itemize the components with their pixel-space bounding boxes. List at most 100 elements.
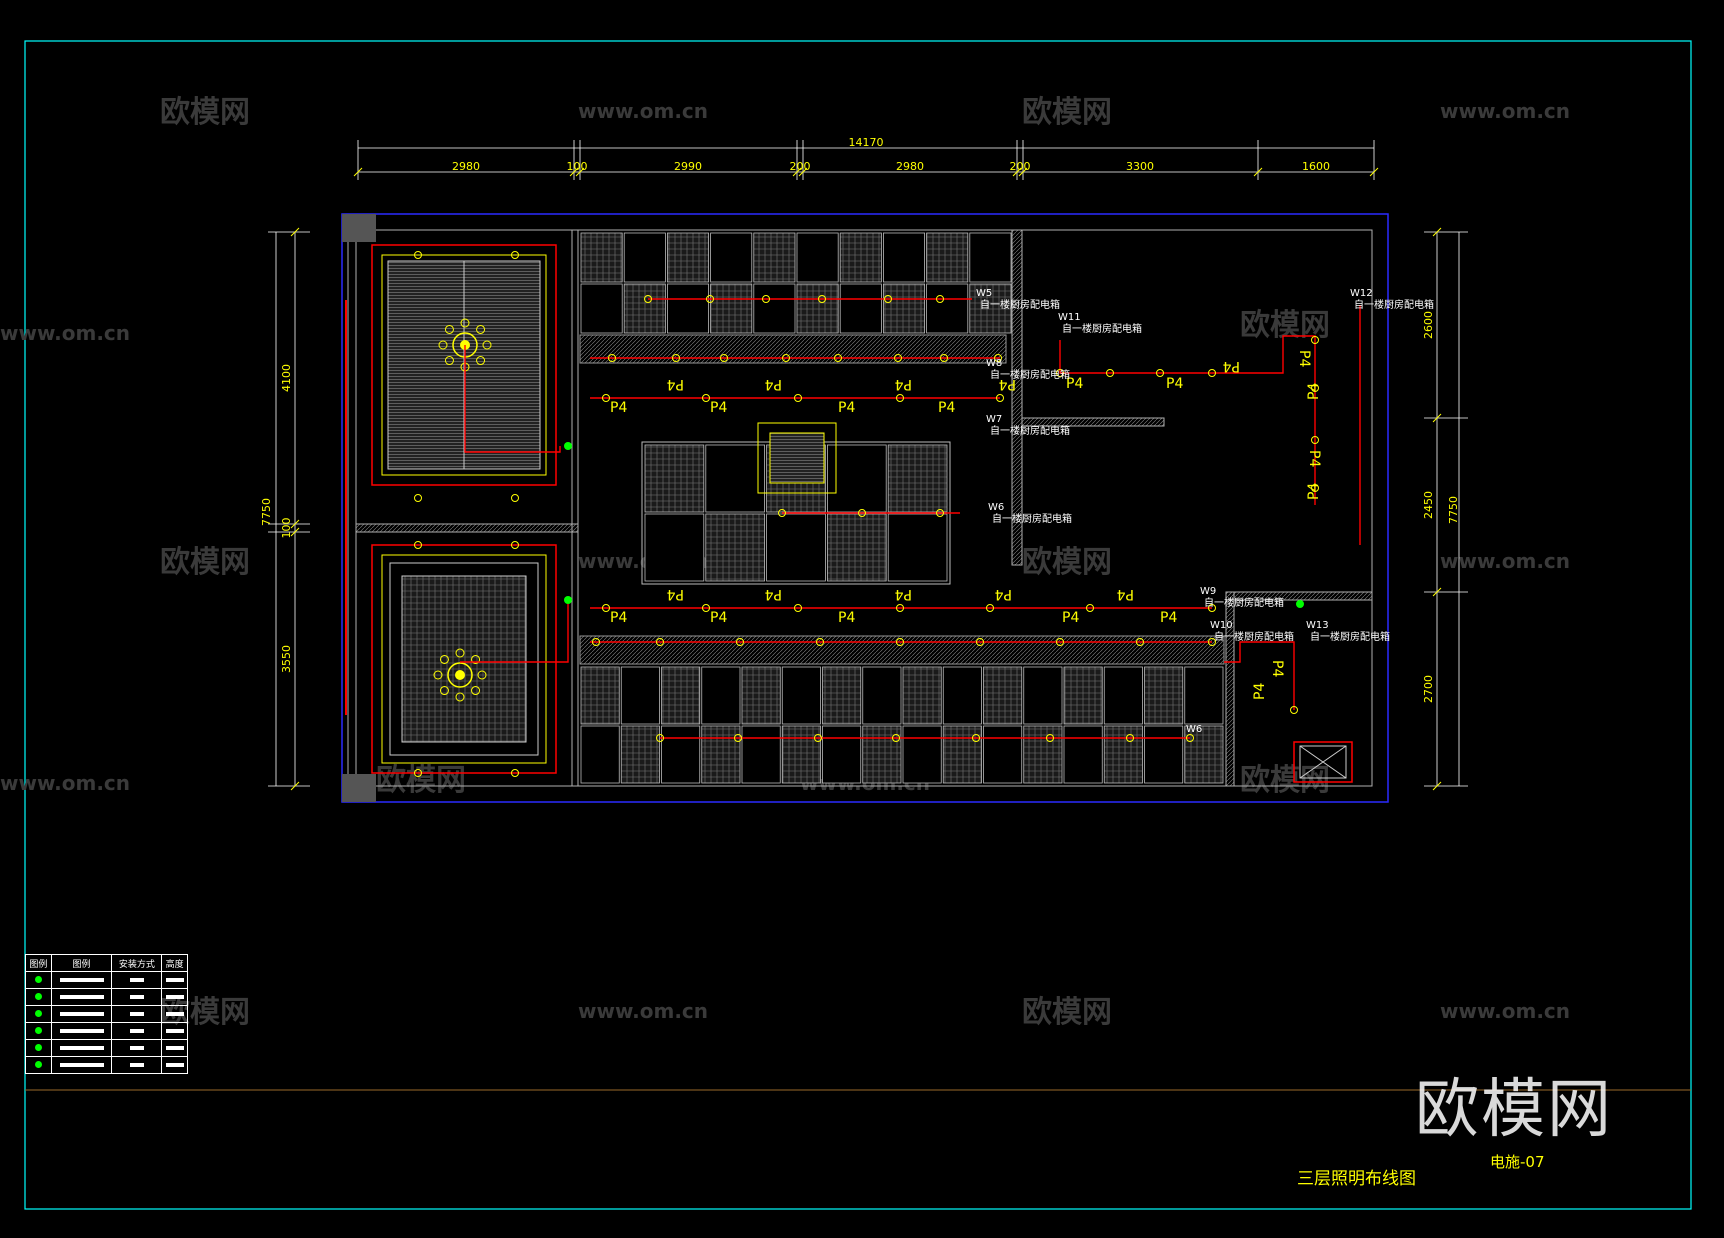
dim-slash [353,167,363,177]
fixture-screen-top [644,295,652,303]
legend-height [161,988,188,1006]
chandelier-bulb [438,340,448,350]
watermark-url: www.om.cn [0,771,130,795]
lattice-panel-top [753,232,796,283]
lattice-panel-bottom [701,725,741,784]
legend-desc [50,988,113,1006]
lattice-panel-island [827,513,887,582]
lattice-panel-top [839,283,882,334]
text-placeholder [59,1062,104,1067]
legend-row [25,971,188,989]
lattice-panel-bottom [902,725,942,784]
legend-table: 图例 图例 安装方式 高度 [25,954,188,1074]
dim-slash [1432,587,1442,597]
fixture-label-p4: P4 [1166,376,1183,392]
plan-outer-wall [341,213,1389,803]
legend-header-4: 高度 [161,954,188,972]
dim-slash [290,227,300,237]
watermark-logo: 欧模网 [376,763,466,798]
fixture-label-p4: P4 [1269,660,1285,677]
lattice-panel-bottom [741,725,781,784]
circuit-label: W11 [1058,312,1081,323]
switch-icon [34,976,42,983]
legend-desc [50,1039,113,1057]
dim-slash [290,527,300,537]
legend-install [111,1005,163,1023]
legend-header-2: 图例 [50,954,113,972]
legend-symbol [25,988,52,1006]
dim-top: 2980 [896,160,924,173]
dim-slash [1253,167,1263,177]
dim-slash [1369,167,1379,177]
chandelier-center [447,662,473,688]
legend-symbol [25,1022,52,1040]
circuit-right-room [1059,335,1316,505]
lattice-panel-bottom [983,725,1023,784]
legend-row [25,1022,188,1040]
fixture-counter-bottom [736,638,744,646]
fixture-screen-bottom [1186,734,1194,742]
room2-ceiling-panel [401,575,527,743]
dim-top: 2990 [674,160,702,173]
legend-row [25,988,188,1006]
fixture-counter-bottom [816,638,824,646]
fixture-upper [996,394,1004,402]
dim-slash [1432,781,1442,791]
text-placeholder [59,994,104,999]
fixture-room2 [414,541,422,549]
chandelier-bulb [439,686,449,696]
fixture-counter-bottom [976,638,984,646]
lattice-panel-bottom [620,666,660,725]
panel-note: 自一楼厨房配电箱 [1354,298,1434,311]
legend-header-1: 图例 [25,954,52,972]
fixture-screen-bottom [656,734,664,742]
watermark-logo: 欧模网 [160,545,250,580]
fixture-island [858,509,866,517]
lattice-panel-bottom [1144,725,1184,784]
fixture-right-room [1208,369,1216,377]
dim-top: 1600 [1302,160,1330,173]
lattice-panel-top [710,283,753,334]
fixture-label-p4: P4 [1306,450,1322,467]
text-placeholder [129,994,144,999]
panel-note: 自一楼厨房配电箱 [992,512,1072,525]
text-placeholder [165,1028,184,1033]
legend-symbol [25,1056,52,1074]
lattice-panel-bottom [822,725,862,784]
panel-note: 自一楼厨房配电箱 [1214,630,1294,643]
panel-note: 自一楼厨房配电箱 [980,298,1060,311]
outer-frame [24,40,1692,1210]
chandelier-bulb [444,356,454,366]
fixture-label-p4: P4 [765,586,782,602]
dim-slash [1432,413,1442,423]
lattice-panel-island [766,513,826,582]
fixture-counter-top [940,354,948,362]
switch-icon [564,596,572,604]
switch-icon [34,993,42,1000]
fixture-room2 [511,541,519,549]
lattice-panel-bottom [580,666,620,725]
fixture-room1 [511,251,519,259]
lattice-panel-bottom [862,725,902,784]
dim-slash [798,167,808,177]
lattice-panel-bottom [822,666,862,725]
text-placeholder [59,1028,104,1033]
legend-desc [50,1005,113,1023]
chandelier-bulb [471,686,481,696]
fixture-counter-top [782,354,790,362]
dim-top: 100 [567,160,588,173]
fixture-label-p4: P4 [1296,350,1312,367]
brand-logo: 欧模网 [1415,1073,1613,1147]
fixture-room1 [511,494,519,502]
dim-slash [792,167,802,177]
lattice-panel-top [926,232,969,283]
legend-symbol [25,971,52,989]
panel-note: 自一楼厨房配电箱 [990,368,1070,381]
fixture-right-room [1106,369,1114,377]
fixture-label-p4: P4 [838,400,855,416]
fixture-label-p4: P4 [938,400,955,416]
watermark-logo: 欧模网 [1240,763,1330,798]
watermark-logo: 欧模网 [1022,995,1112,1030]
lattice-panel-top [580,232,623,283]
